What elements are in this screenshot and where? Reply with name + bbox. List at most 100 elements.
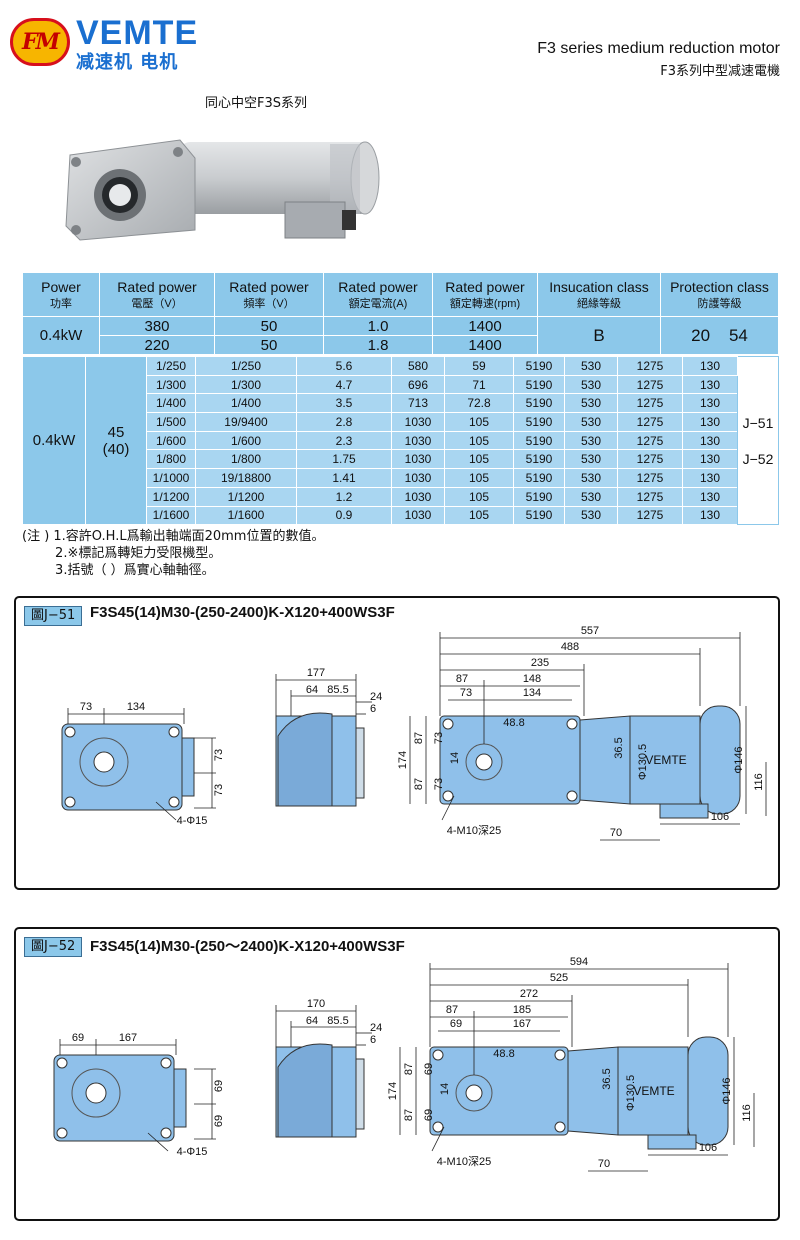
- figure-ref-link[interactable]: J−52: [742, 450, 774, 467]
- bore-hole: [93, 751, 115, 773]
- page-title: F3 series medium reduction motor: [537, 40, 780, 57]
- dimension-label: 174: [387, 1082, 399, 1100]
- dimension-label: 4-M10深25: [437, 1155, 491, 1168]
- motor-cap: [699, 705, 741, 815]
- shaft-diameter: 45: [107, 423, 125, 441]
- adapter: [567, 1046, 619, 1136]
- mount-hole: [168, 726, 180, 738]
- dimension-label: 48.8: [493, 1048, 514, 1060]
- side-housing: [277, 712, 333, 807]
- mount-hole: [432, 1121, 444, 1133]
- dimension-label: 85.5: [327, 1015, 348, 1027]
- dimension-label: 525: [550, 972, 568, 984]
- table-cell: 1030: [391, 486, 445, 507]
- dimension-label: 69: [213, 1115, 225, 1127]
- table-cell: 5190: [513, 430, 565, 451]
- side-shaft: [355, 727, 365, 799]
- dimension-label: 24: [370, 1022, 382, 1034]
- dimension-label: 148: [523, 673, 541, 685]
- dimension-label: 64: [306, 1015, 318, 1027]
- dimension-label: 177: [307, 667, 325, 679]
- leader-line: [155, 801, 177, 821]
- table-cell: 72.8: [444, 393, 514, 414]
- gearbox-body: [439, 715, 581, 805]
- table-cell: 2.8: [296, 412, 392, 432]
- notes: (注 ) 1.容許O.H.L爲輸出軸端面20mm位置的數值。 2.※標記爲轉矩力…: [22, 528, 324, 579]
- table-cell: 19/18800: [195, 468, 297, 488]
- table-cell: 1/1600: [195, 505, 297, 526]
- dimension-label: 235: [531, 657, 549, 669]
- dimension-label: 488: [561, 641, 579, 653]
- spec-current: 1.0: [323, 316, 433, 336]
- figure-ref-link[interactable]: J−51: [742, 414, 774, 431]
- ratio-shaft: 45 (40): [85, 355, 147, 526]
- table-cell: 530: [564, 412, 618, 432]
- table-cell: 580: [391, 356, 445, 376]
- dimension-label: 106: [711, 811, 729, 823]
- note-line: (注 ) 1.容許O.H.L爲輸出軸端面20mm位置的數值。: [22, 529, 325, 544]
- table-cell: 1/600: [146, 430, 196, 451]
- table-cell: 1/1600: [146, 505, 196, 526]
- spec-power: 0.4kW: [22, 316, 100, 355]
- dimension-label: 134: [523, 687, 541, 699]
- flange-outline: [61, 723, 183, 811]
- dimension-label: 64: [306, 684, 318, 696]
- table-cell: 105: [444, 468, 514, 488]
- bore-ring: [71, 1068, 121, 1118]
- mount-hole: [64, 796, 76, 808]
- table-cell: 530: [564, 356, 618, 376]
- table-cell: 530: [564, 505, 618, 526]
- table-cell: 2.3: [296, 430, 392, 451]
- mount-hole: [554, 1049, 566, 1061]
- spec-insulation: B: [537, 316, 661, 355]
- dimension-label: Φ146: [733, 746, 745, 773]
- dimension-label: Φ130.5: [625, 1075, 637, 1111]
- table-cell: 1275: [617, 356, 683, 376]
- dimension-label: 4-M10深25: [447, 824, 501, 837]
- flange-step: [173, 1068, 187, 1128]
- table-cell: 1/500: [146, 412, 196, 432]
- dimension-label: 24: [370, 691, 382, 703]
- ratio-power: 0.4kW: [22, 355, 86, 526]
- mount-hole: [566, 718, 578, 730]
- brand-logo: FM: [10, 18, 70, 66]
- table-cell: 1.75: [296, 449, 392, 470]
- table-cell: 696: [391, 374, 445, 395]
- table-cell: 3.5: [296, 393, 392, 414]
- table-cell: 1.41: [296, 468, 392, 488]
- dimension-label: 69: [72, 1032, 84, 1044]
- table-cell: 1030: [391, 505, 445, 526]
- table-cell: 130: [682, 412, 738, 432]
- table-cell: 105: [444, 412, 514, 432]
- table-cell: 713: [391, 393, 445, 414]
- table-cell: 130: [682, 356, 738, 376]
- dimension-label: 116: [741, 1104, 753, 1122]
- dimension-label: 73: [460, 687, 472, 699]
- mount-hole: [442, 718, 454, 730]
- table-cell: 1275: [617, 468, 683, 488]
- dimension-label: 185: [513, 1004, 531, 1016]
- figure-model: F3S45(14)M30-(250-2400)K-X120+400WS3F: [90, 604, 395, 621]
- table-cell: 105: [444, 430, 514, 451]
- dimension-label: 69: [423, 1063, 435, 1075]
- table-cell: 530: [564, 430, 618, 451]
- dimension-label: 272: [520, 988, 538, 1000]
- mount-hole: [432, 1049, 444, 1061]
- mount-hole: [566, 790, 578, 802]
- table-cell: 1030: [391, 430, 445, 451]
- table-cell: 5190: [513, 449, 565, 470]
- leader-line: [441, 795, 455, 821]
- page-subtitle: F3系列中型减速電機: [660, 64, 780, 79]
- table-cell: 130: [682, 505, 738, 526]
- terminal-box: [659, 803, 709, 819]
- table-cell: 1030: [391, 449, 445, 470]
